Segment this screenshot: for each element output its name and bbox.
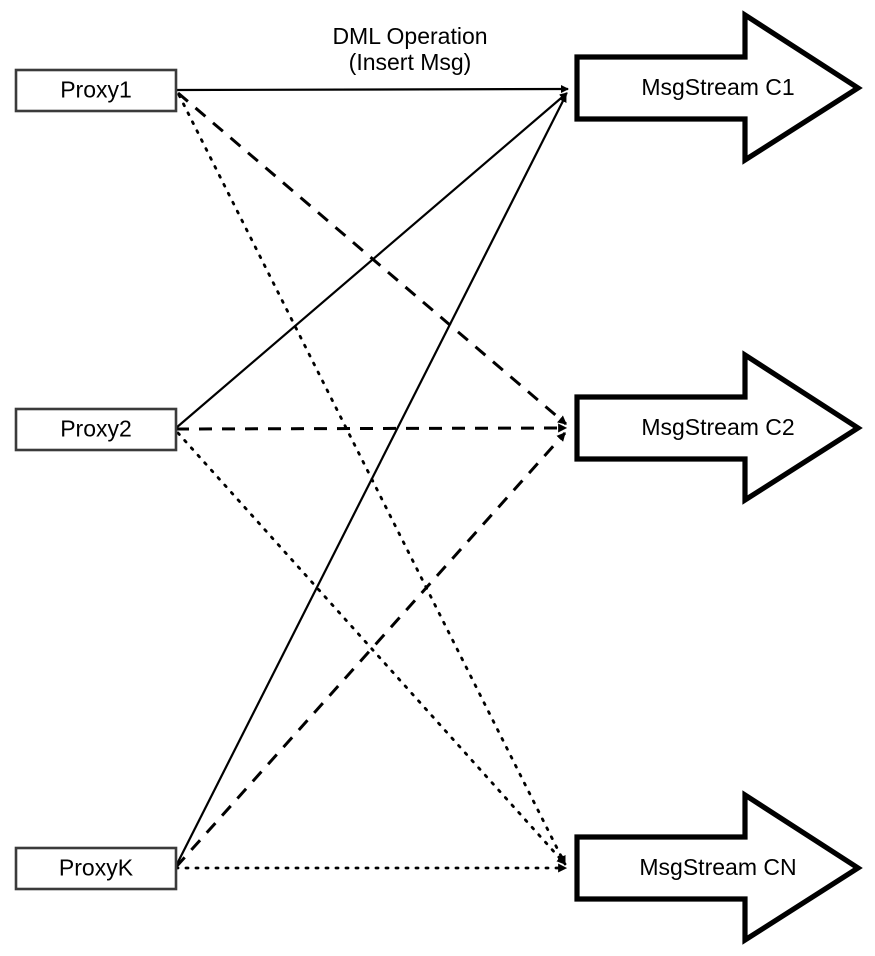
edge-label-line2: (Insert Msg) (349, 49, 472, 75)
msgstream-c2-label: MsgStream C2 (641, 414, 794, 440)
edge-label-dml-operation: DML Operation (Insert Msg) (332, 23, 487, 75)
node-proxy2[interactable]: Proxy2 (14, 407, 178, 452)
msgstream-c1-arrow-shape[interactable] (574, 10, 863, 165)
proxyk-label: ProxyK (59, 855, 134, 881)
edge-group-proxyk (174, 94, 568, 873)
msgstream-c2-arrow-shape[interactable] (574, 350, 863, 505)
edge-proxy1-to-msgstream-c2 (177, 91, 567, 426)
edge-proxy2-to-msgstream-c1 (175, 92, 568, 429)
edge-proxy2-to-msgstream-c2 (175, 423, 568, 433)
msgstream-cn-label: MsgStream CN (639, 854, 796, 880)
node-proxy1[interactable]: Proxy1 (14, 68, 178, 113)
node-msgstream-cn[interactable]: MsgStream CN (574, 790, 863, 945)
proxy2-label: Proxy2 (60, 416, 132, 442)
edge-proxy1-to-msgstream-c1 (175, 85, 569, 94)
proxy1-box[interactable] (14, 68, 178, 113)
msgstream-cn-arrow-shape[interactable] (574, 790, 863, 945)
proxy1-label: Proxy1 (60, 77, 132, 103)
msgstream-c1-label: MsgStream C1 (641, 74, 794, 100)
node-msgstream-c1[interactable]: MsgStream C1 (574, 10, 863, 165)
proxyk-box[interactable] (14, 846, 178, 891)
edge-proxy2-to-msgstream-cn (176, 431, 567, 866)
edge-group-proxy2 (175, 92, 568, 866)
proxy2-box[interactable] (14, 407, 178, 452)
edge-proxyk-to-msgstream-c2 (174, 431, 567, 869)
node-proxyk[interactable]: ProxyK (14, 846, 178, 891)
edge-label-line1: DML Operation (332, 23, 487, 49)
edge-proxyk-to-msgstream-c1 (175, 94, 567, 867)
node-msgstream-c2[interactable]: MsgStream C2 (574, 350, 863, 505)
